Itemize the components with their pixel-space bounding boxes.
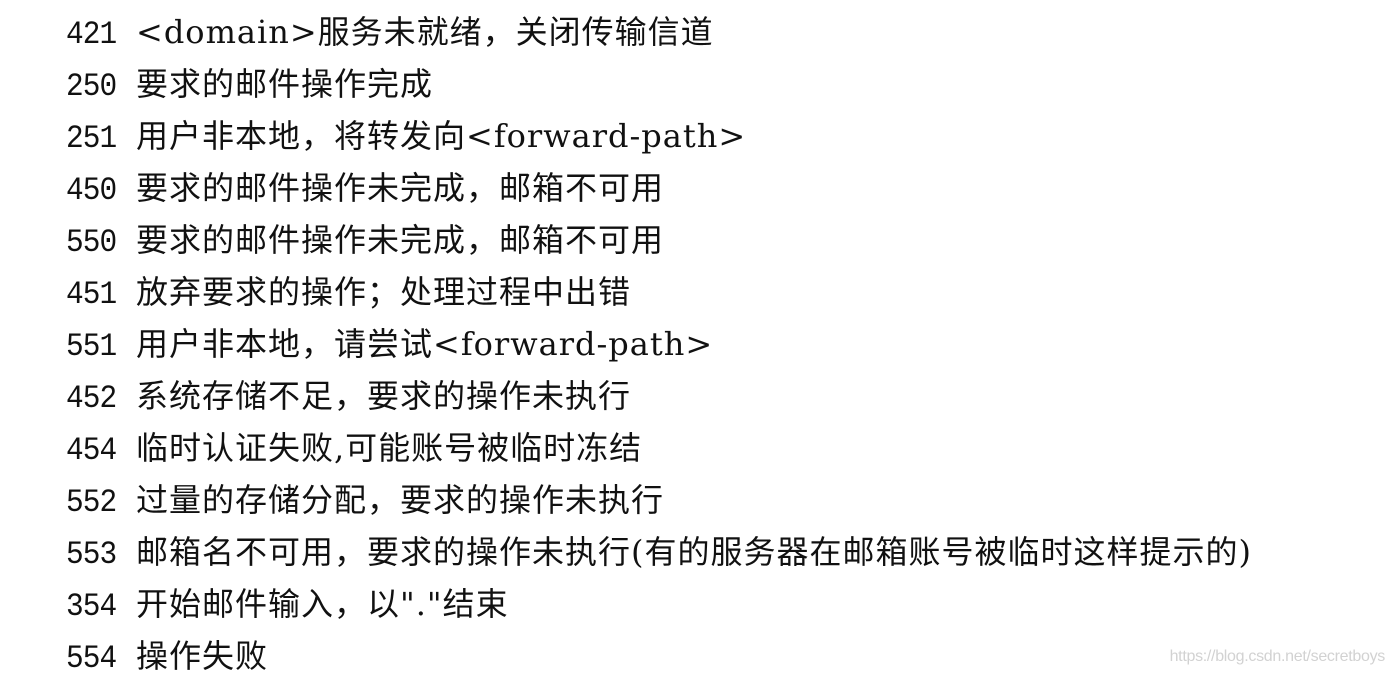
reply-description: <domain>服务未就绪，关闭传输信道 [136, 13, 714, 51]
reply-description: 临时认证失败,可能账号被临时冻结 [136, 429, 643, 467]
reply-code: 554 [66, 640, 117, 677]
reply-code: 452 [66, 380, 117, 417]
reply-description: 系统存储不足，要求的操作未执行 [136, 377, 632, 415]
reply-code: 454 [66, 432, 117, 469]
reply-code: 251 [66, 120, 117, 157]
reply-code: 421 [66, 16, 117, 53]
reply-description: 用户非本地，将转发向<forward-path> [136, 117, 747, 155]
code-row-550: 550 要求的邮件操作未完成，邮箱不可用 [66, 214, 1252, 266]
source-watermark: https://blog.csdn.net/secretboys [1169, 648, 1386, 665]
code-row-554: 554 操作失败 [66, 630, 1252, 682]
code-row-450: 450 要求的邮件操作未完成，邮箱不可用 [66, 162, 1252, 214]
reply-description: 邮箱名不可用，要求的操作未执行(有的服务器在邮箱账号被临时这样提示的) [136, 533, 1252, 571]
code-row-451: 451 放弃要求的操作；处理过程中出错 [66, 266, 1252, 318]
code-row-551: 551 用户非本地，请尝试<forward-path> [66, 318, 1252, 370]
reply-code: 354 [66, 588, 117, 625]
reply-code: 551 [66, 328, 117, 365]
reply-description: 要求的邮件操作未完成，邮箱不可用 [136, 221, 665, 259]
reply-description: 要求的邮件操作未完成，邮箱不可用 [136, 169, 665, 207]
reply-description: 要求的邮件操作完成 [136, 65, 434, 103]
code-row-421: 421 <domain>服务未就绪，关闭传输信道 [66, 6, 1252, 58]
reply-description: 开始邮件输入，以"."结束 [136, 585, 509, 623]
reply-description: 操作失败 [136, 637, 269, 675]
reply-code: 550 [66, 224, 117, 261]
reply-description: 过量的存储分配，要求的操作未执行 [136, 481, 665, 519]
code-row-354: 354 开始邮件输入，以"."结束 [66, 578, 1252, 630]
reply-description: 放弃要求的操作；处理过程中出错 [136, 273, 632, 311]
reply-code: 553 [66, 536, 117, 573]
reply-code: 450 [66, 172, 117, 209]
reply-code: 552 [66, 484, 117, 521]
reply-code: 250 [66, 68, 117, 105]
code-row-251: 251 用户非本地，将转发向<forward-path> [66, 110, 1252, 162]
code-row-553: 553 邮箱名不可用，要求的操作未执行(有的服务器在邮箱账号被临时这样提示的) [66, 526, 1252, 578]
reply-description: 用户非本地，请尝试<forward-path> [136, 325, 714, 363]
code-row-454: 454 临时认证失败,可能账号被临时冻结 [66, 422, 1252, 474]
reply-code: 451 [66, 276, 117, 313]
code-row-552: 552 过量的存储分配，要求的操作未执行 [66, 474, 1252, 526]
code-row-250: 250 要求的邮件操作完成 [66, 58, 1252, 110]
smtp-code-list: 421 <domain>服务未就绪，关闭传输信道 250 要求的邮件操作完成 251… [66, 6, 1252, 682]
code-row-452: 452 系统存储不足，要求的操作未执行 [66, 370, 1252, 422]
